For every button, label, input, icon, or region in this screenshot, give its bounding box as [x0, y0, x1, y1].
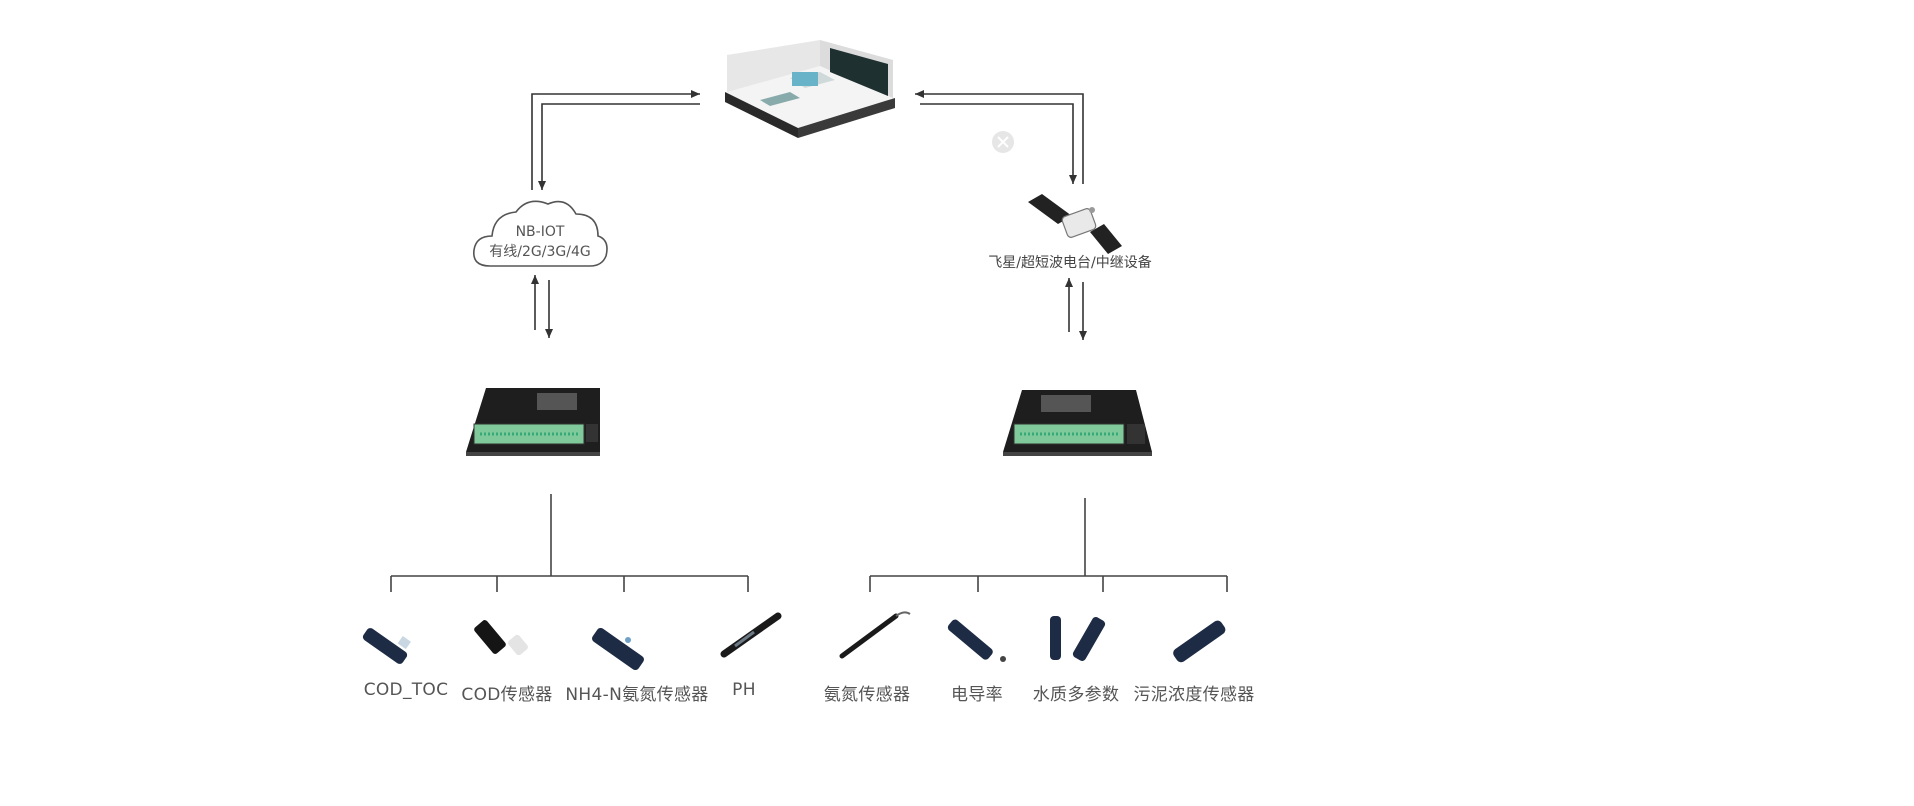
link-cloud-device-left	[531, 275, 553, 338]
sensor-nh4n-icon	[592, 627, 644, 671]
sensor-label-conductivity: 电导率	[951, 685, 1003, 705]
sensor-label-cod-toc: COD_TOC	[363, 680, 449, 700]
sensor-label-cod: COD传感器	[461, 685, 553, 705]
cloud-icon	[473, 200, 608, 267]
sensor-sludge-icon	[1173, 620, 1226, 663]
sensor-label-nh4n: NH4-N氨氮传感器	[565, 685, 709, 705]
sensor-cod-toc-icon	[362, 628, 411, 664]
link-satellite-device-right	[1065, 278, 1087, 340]
sensor-tree-right	[869, 498, 1228, 592]
link-room-cloud	[531, 90, 700, 190]
sensor-conductivity-icon	[947, 619, 1006, 662]
sensor-ph-icon	[720, 612, 782, 658]
close-icon[interactable]	[992, 131, 1014, 153]
sensor-label-sludge: 污泥浓度传感器	[1133, 685, 1255, 705]
sensor-tree-left	[390, 494, 749, 592]
sensor-multiparameter-icon	[1050, 616, 1106, 661]
sensor-ammonia-icon	[839, 611, 911, 659]
cloud-label: NB-IOT 有线/2G/3G/4G	[489, 222, 590, 262]
satellite-label: 飞星/超短波电台/中继设备	[988, 255, 1152, 271]
link-room-satellite	[915, 90, 1084, 184]
cloud-label-line2: 有线/2G/3G/4G	[489, 244, 591, 260]
control-room-icon	[725, 40, 895, 138]
sensor-label-ph: PH	[732, 680, 756, 700]
cloud-label-line1: NB-IOT	[515, 224, 565, 240]
sensor-label-ammonia: 氨氮传感器	[823, 685, 911, 705]
sensor-cod-icon	[474, 620, 528, 656]
satellite-icon	[1028, 194, 1122, 254]
data-collector-left-icon	[466, 388, 600, 456]
data-collector-right-icon	[1003, 390, 1152, 456]
sensor-label-multiparameter: 水质多参数	[1032, 685, 1120, 705]
